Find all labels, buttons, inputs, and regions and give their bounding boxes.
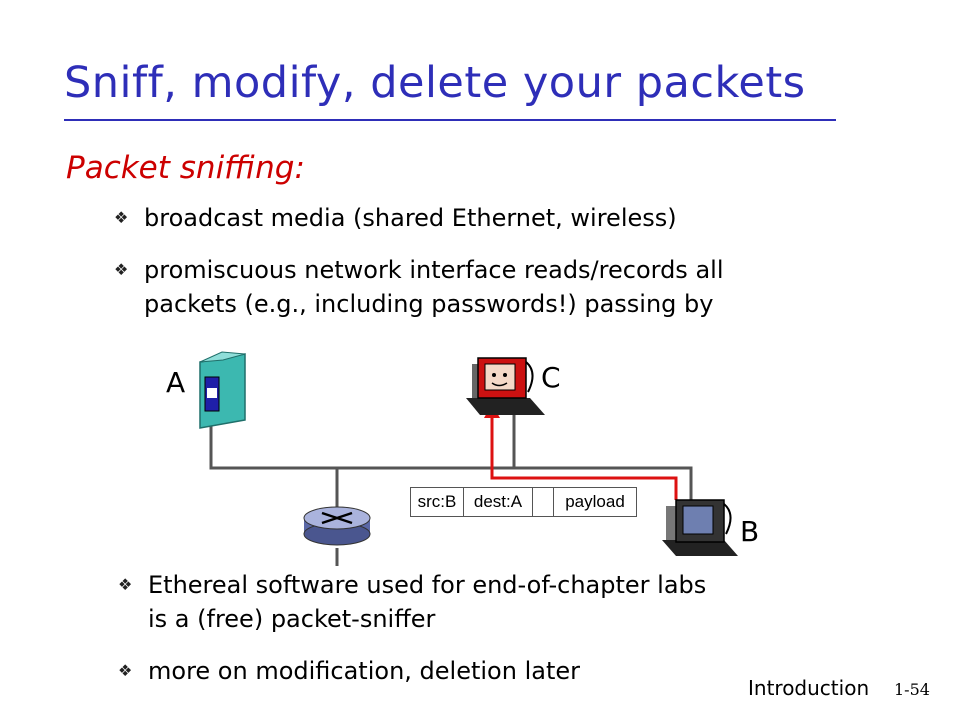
bullet-text-continued: is a (free) packet-sniffer: [148, 605, 436, 633]
host-a-label: A: [166, 366, 186, 399]
bullet-text: more on modification, deletion later: [148, 657, 580, 685]
bullet-item: ❖ more on modification, deletion later: [118, 654, 580, 688]
section-heading: Packet sniffing:: [66, 150, 305, 186]
bullet-item: ❖ broadcast media (shared Ethernet, wire…: [114, 201, 677, 235]
bullet-text: Ethereal software used for end-of-chapte…: [148, 571, 707, 599]
bullet-icon: ❖: [114, 260, 129, 279]
title-underline: [64, 119, 836, 121]
server-icon: [199, 351, 246, 429]
bullet-text-continued: packets (e.g., including passwords!) pas…: [144, 290, 714, 318]
bullet-icon: ❖: [114, 208, 129, 227]
bullet-text: broadcast media (shared Ethernet, wirele…: [144, 204, 677, 232]
bullet-text: promiscuous network interface reads/reco…: [144, 256, 724, 284]
host-b-label: B: [740, 515, 760, 548]
slide-title: Sniff, modify, delete your packets: [64, 58, 806, 108]
computer-icon: [466, 357, 545, 415]
page-number: 1-54: [894, 680, 930, 699]
footer-section: Introduction: [748, 676, 870, 700]
ethernet-bus: [209, 425, 693, 515]
bullet-item: ❖ Ethereal software used for end-of-chap…: [118, 568, 707, 636]
packet-gap-field: [532, 487, 554, 517]
packet-dest-field: dest:A: [463, 487, 533, 517]
bullet-icon: ❖: [118, 575, 133, 594]
bullet-icon: ❖: [118, 661, 133, 680]
bullet-item: ❖ promiscuous network interface reads/re…: [114, 253, 724, 321]
packet-src-field: src:B: [410, 487, 464, 517]
host-c-label: C: [541, 361, 561, 394]
router-icon: [303, 506, 371, 546]
computer-icon: [662, 499, 738, 556]
packet-payload-field: payload: [553, 487, 637, 517]
